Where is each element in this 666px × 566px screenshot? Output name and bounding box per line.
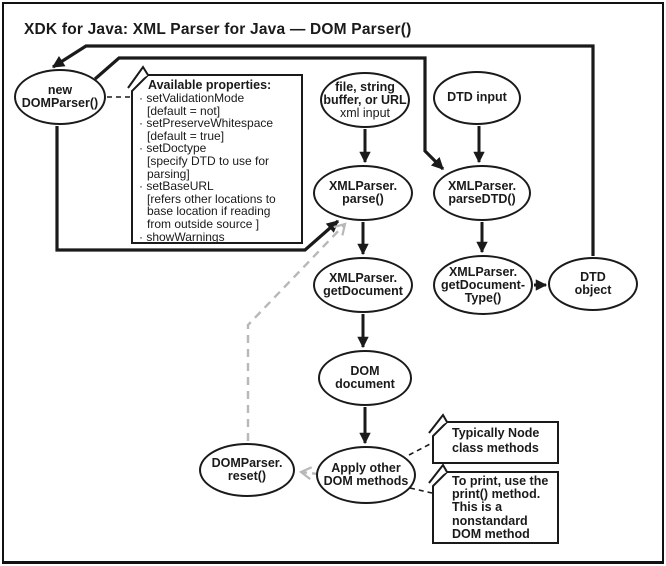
node-new-domparser: new DOMParser() xyxy=(14,69,106,125)
properties-note-box xyxy=(131,74,303,244)
note-line: This is a xyxy=(452,500,503,515)
node-label: Apply other xyxy=(331,460,401,475)
node-label: DOM methods xyxy=(323,474,409,488)
note-line: print() method. xyxy=(452,487,541,502)
properties-note-fold-icon xyxy=(127,65,149,89)
property-line: · setValidationMode xyxy=(139,91,245,105)
node-label: parse() xyxy=(342,192,384,206)
node-xml-input: file, string buffer, or URL xml input xyxy=(320,72,410,128)
node-label: getDocument xyxy=(323,284,403,298)
node-get-document-type: XMLParser. getDocument- Type() xyxy=(433,255,533,315)
property-line: from outside source ] xyxy=(147,216,260,231)
node-dtd-object: DTD object xyxy=(548,257,638,311)
property-line: [default = not] xyxy=(147,103,221,118)
gray-arrow-applymethods-to-reset xyxy=(298,466,319,480)
note-line: Typically Node xyxy=(452,426,540,440)
node-label: XMLParser. xyxy=(448,264,518,279)
node-label: DTD input xyxy=(447,90,507,105)
node-note-fold-icon xyxy=(428,413,448,434)
node-note-box xyxy=(432,421,559,464)
property-line: [default = true] xyxy=(147,128,225,143)
node-label: document xyxy=(335,377,395,391)
properties-note: Available properties: · setValidationMod… xyxy=(136,78,300,243)
note-line: nonstandard xyxy=(452,513,528,528)
property-line: [specify DTD to use for xyxy=(147,153,270,168)
node-label: parseDTD() xyxy=(448,192,516,206)
print-method-note: To print, use the print() method. This i… xyxy=(452,474,549,541)
note-line: DOM method xyxy=(452,526,530,541)
node-label: file, string xyxy=(335,79,395,94)
node-label: new xyxy=(47,82,73,97)
gray-arrow-reset-to-parse xyxy=(246,222,347,441)
node-label: DOMParser. xyxy=(211,455,283,470)
node-label: reset() xyxy=(227,469,267,483)
node-label: object xyxy=(574,283,612,297)
note-line: To print, use the xyxy=(452,474,549,488)
node-label: XMLParser. xyxy=(328,270,398,285)
node-reset: DOMParser. reset() xyxy=(199,443,295,497)
property-line: base location if reading xyxy=(147,204,271,219)
node-label: xml input xyxy=(339,105,391,120)
node-label: DOMParser() xyxy=(21,96,99,110)
dash-applymethods-to-nodenote xyxy=(408,442,433,456)
node-dom-document: DOM document xyxy=(318,350,412,406)
arrow-newdomparser-to-parsedtd xyxy=(93,56,445,171)
property-line: · setBaseURL xyxy=(139,179,214,194)
arrow-newdomparser-to-parse xyxy=(55,126,340,252)
node-label: DOM xyxy=(350,363,380,378)
print-note-fold-icon xyxy=(428,463,448,484)
node-dtd-input: DTD input xyxy=(433,71,521,125)
node-parse: XMLParser. parse() xyxy=(313,165,413,221)
diagram-title: XDK for Java: XML Parser for Java — DOM … xyxy=(24,21,412,38)
dash-applymethods-to-printnote xyxy=(409,487,433,494)
property-line: [refers other locations to xyxy=(147,191,276,206)
node-label: buffer, or URL xyxy=(323,92,407,107)
property-line: · setPreserveWhitespace xyxy=(139,116,274,131)
property-line: parsing] xyxy=(147,166,190,181)
node-label: getDocument- xyxy=(440,277,526,292)
note-line: class methods xyxy=(452,440,539,455)
node-label: XMLParser. xyxy=(447,178,517,193)
properties-note-title: Available properties: xyxy=(148,78,272,92)
node-parse-dtd: XMLParser. parseDTD() xyxy=(433,165,531,221)
node-label: Type() xyxy=(464,290,502,305)
print-note-box xyxy=(432,471,559,544)
property-line: · setDoctype xyxy=(139,141,207,156)
property-line: · showWarnings xyxy=(139,229,225,244)
node-get-document: XMLParser. getDocument xyxy=(313,257,413,313)
node-apply-methods: Apply other DOM methods xyxy=(316,446,416,504)
node-label: DTD xyxy=(580,269,606,284)
node-methods-note: Typically Node class methods xyxy=(452,426,539,455)
node-label: XMLParser. xyxy=(328,178,398,193)
arrow-dtdobject-to-newdomparser xyxy=(51,44,595,256)
